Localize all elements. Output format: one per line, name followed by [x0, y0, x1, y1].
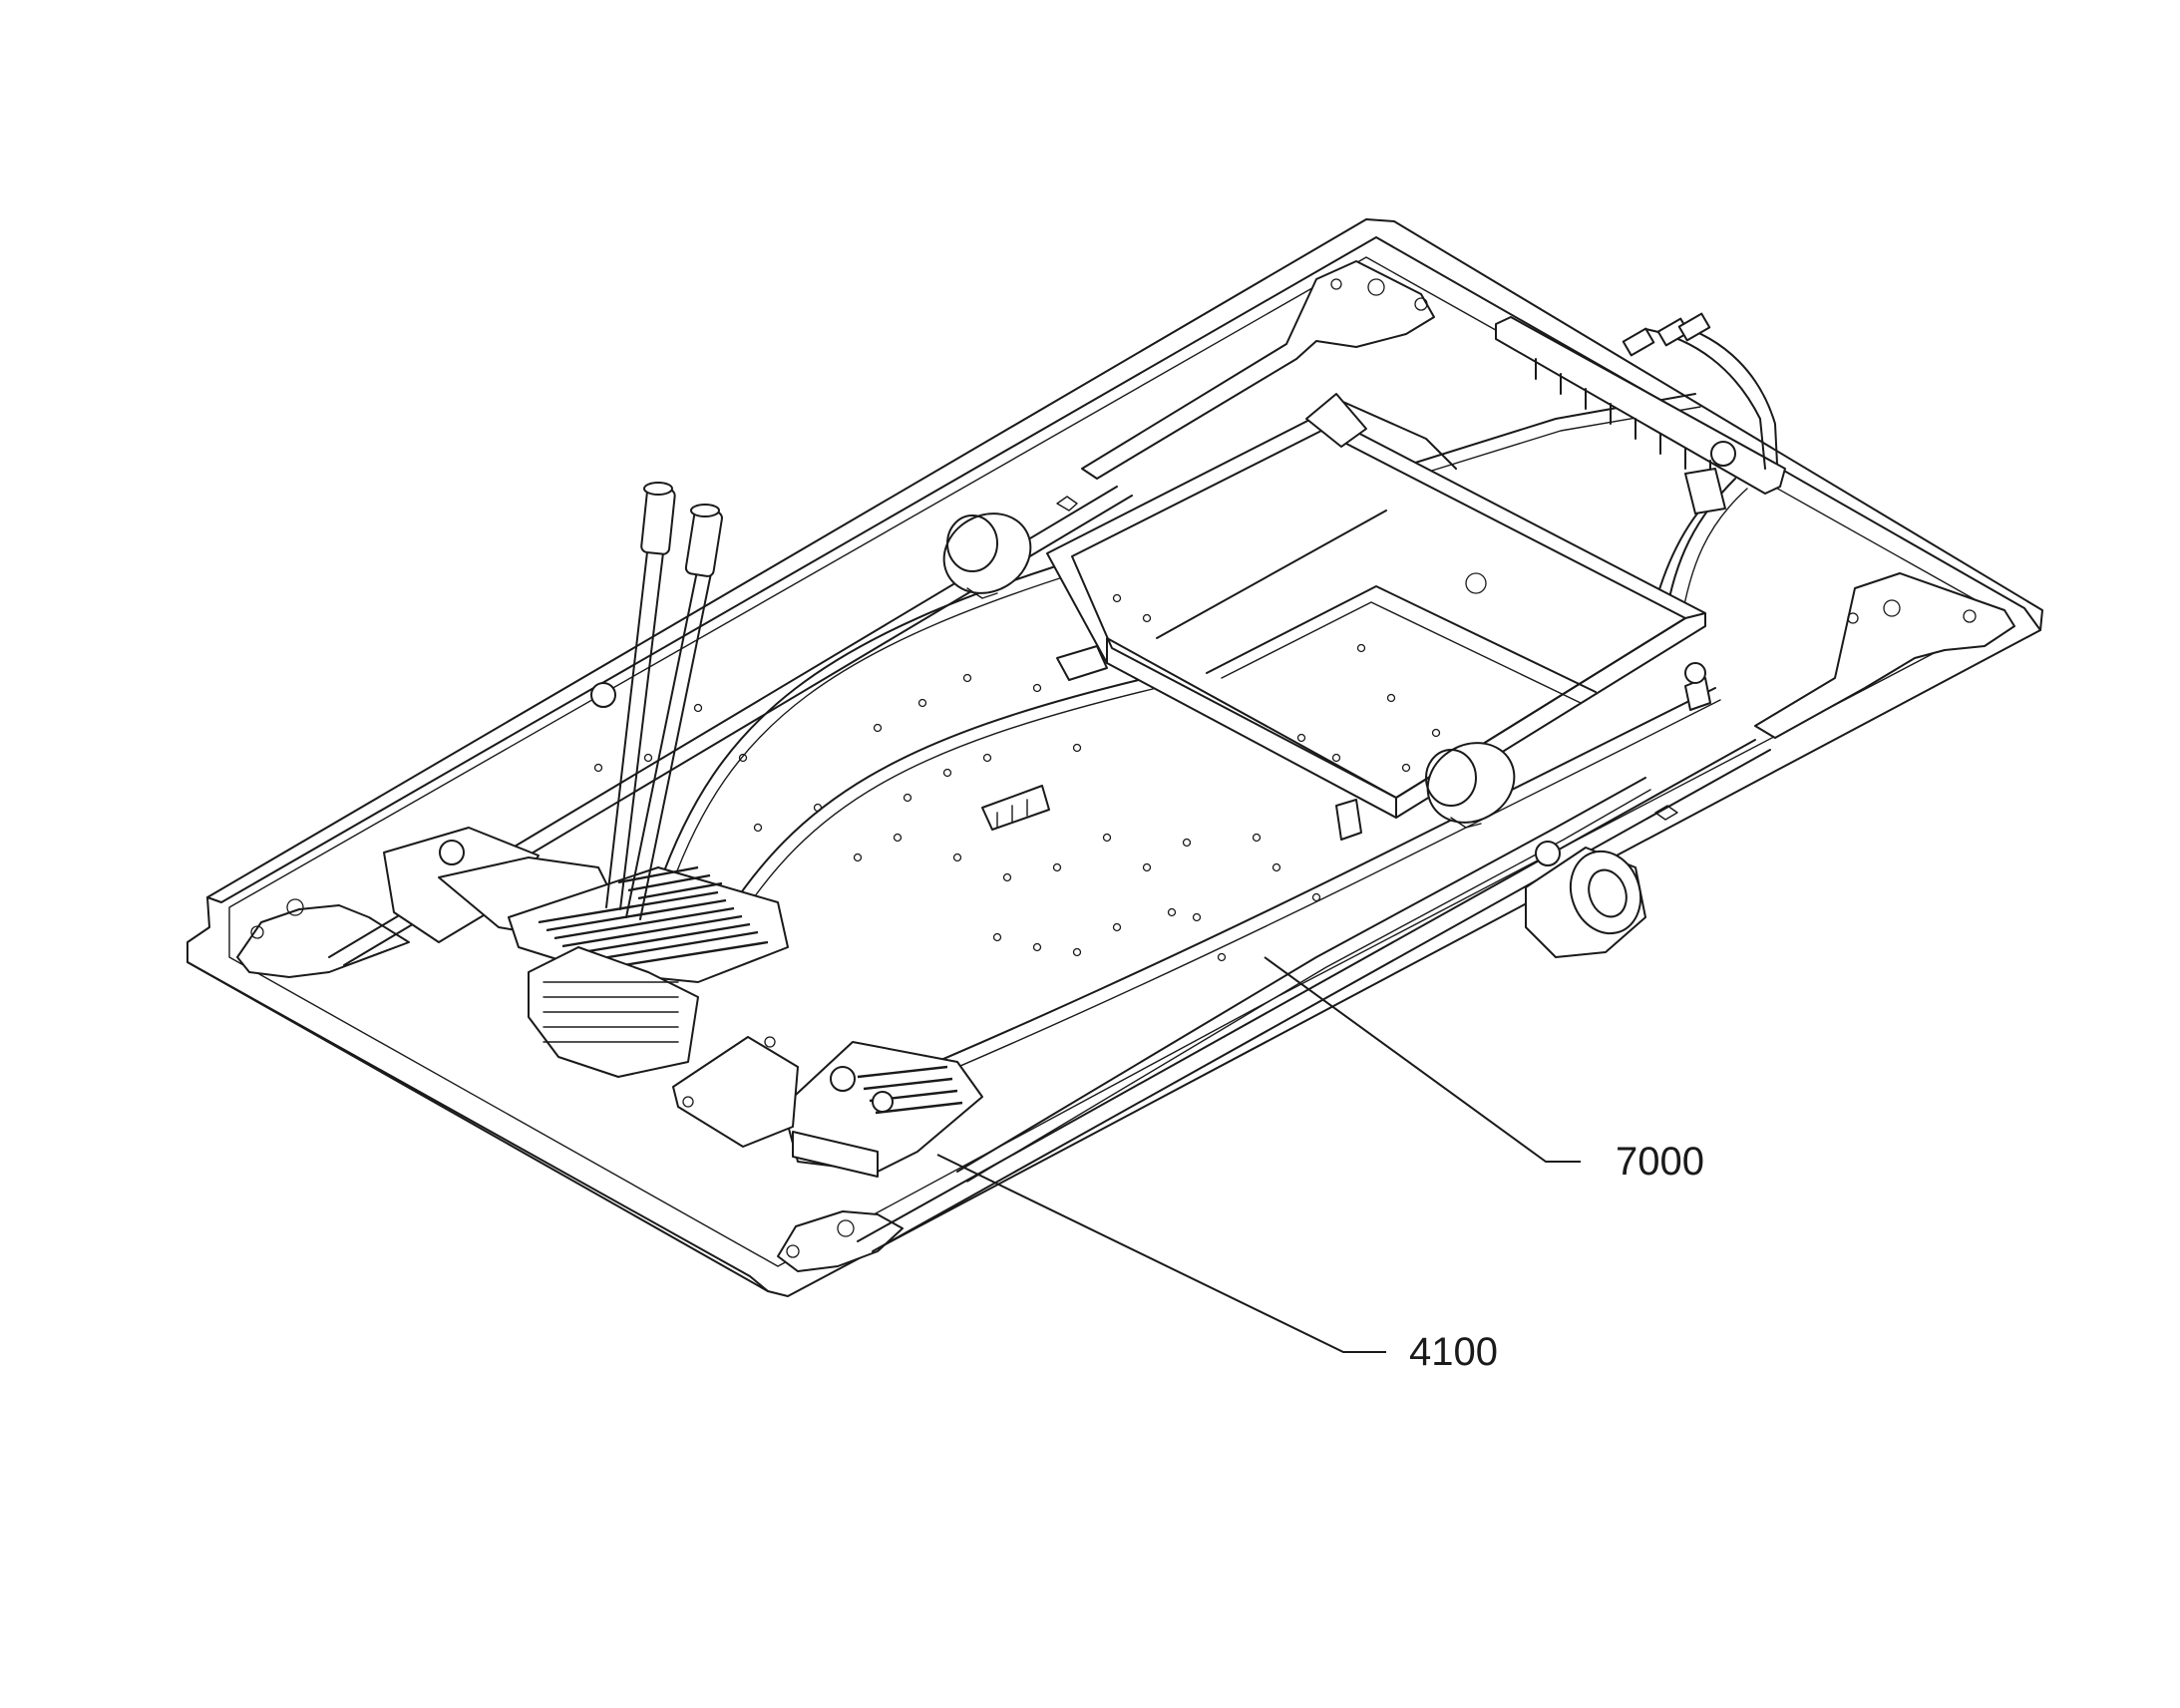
mounting-hole — [1002, 872, 1012, 882]
towing-eye — [1525, 847, 1646, 958]
mounting-hole — [693, 703, 703, 713]
mounting-hole — [1272, 862, 1281, 872]
mounting-hole — [1311, 892, 1321, 902]
mounting-hole — [917, 698, 927, 708]
mounting-hole — [1167, 907, 1177, 917]
mounting-hole — [1386, 693, 1396, 703]
mounting-hole — [1052, 862, 1062, 872]
pedal-cluster-left — [383, 827, 789, 1078]
mounting-hole — [1356, 643, 1366, 653]
access-panel — [672, 1036, 799, 1148]
mounting-hole — [1102, 833, 1112, 843]
mounting-hole — [1252, 833, 1262, 843]
callout-7000: 7000 — [1616, 1140, 1704, 1184]
mounting-hole — [962, 673, 972, 683]
mounting-hole — [1296, 733, 1306, 743]
mounting-hole — [893, 833, 903, 843]
mounting-hole — [813, 803, 823, 813]
mounting-hole — [1142, 862, 1152, 872]
base-plate — [186, 218, 2043, 1297]
pedal-cluster-right — [782, 1041, 983, 1178]
callout-4100: 4100 — [1409, 1330, 1498, 1374]
mounting-hole — [1182, 838, 1192, 848]
mounting-hole — [643, 753, 653, 763]
mounting-hole — [1331, 753, 1341, 763]
corner-brackets — [236, 260, 2015, 1272]
mounting-hole — [1431, 728, 1441, 738]
mounting-hole — [942, 768, 952, 778]
mounting-hole — [873, 723, 883, 733]
mounting-hole — [903, 793, 912, 803]
mounting-hole — [1192, 912, 1202, 922]
control-rods — [605, 482, 723, 920]
mounting-hole — [992, 932, 1002, 942]
small-brackets — [590, 645, 1711, 866]
mounting-hole — [738, 753, 748, 763]
mounting-hole — [1072, 743, 1082, 753]
mounting-hole — [1072, 947, 1082, 957]
mounting-hole — [1032, 683, 1042, 693]
mounting-hole — [593, 763, 603, 773]
leader-lines — [936, 956, 1581, 1353]
mounting-hole — [952, 853, 962, 862]
mounting-hole — [1032, 942, 1042, 952]
mounting-hole — [1401, 763, 1411, 773]
mounting-hole — [753, 823, 763, 833]
mounting-hole — [1112, 922, 1122, 932]
mounting-hole — [1142, 613, 1152, 623]
battery-tray — [1046, 393, 1706, 819]
connector-rail — [1495, 312, 1786, 514]
mounting-hole — [982, 753, 992, 763]
mounting-hole — [1112, 593, 1122, 603]
lamp-cups — [942, 512, 1516, 829]
mounting-hole — [1217, 952, 1227, 962]
mounting-hole — [853, 853, 863, 862]
mounting-holes — [593, 593, 1441, 962]
